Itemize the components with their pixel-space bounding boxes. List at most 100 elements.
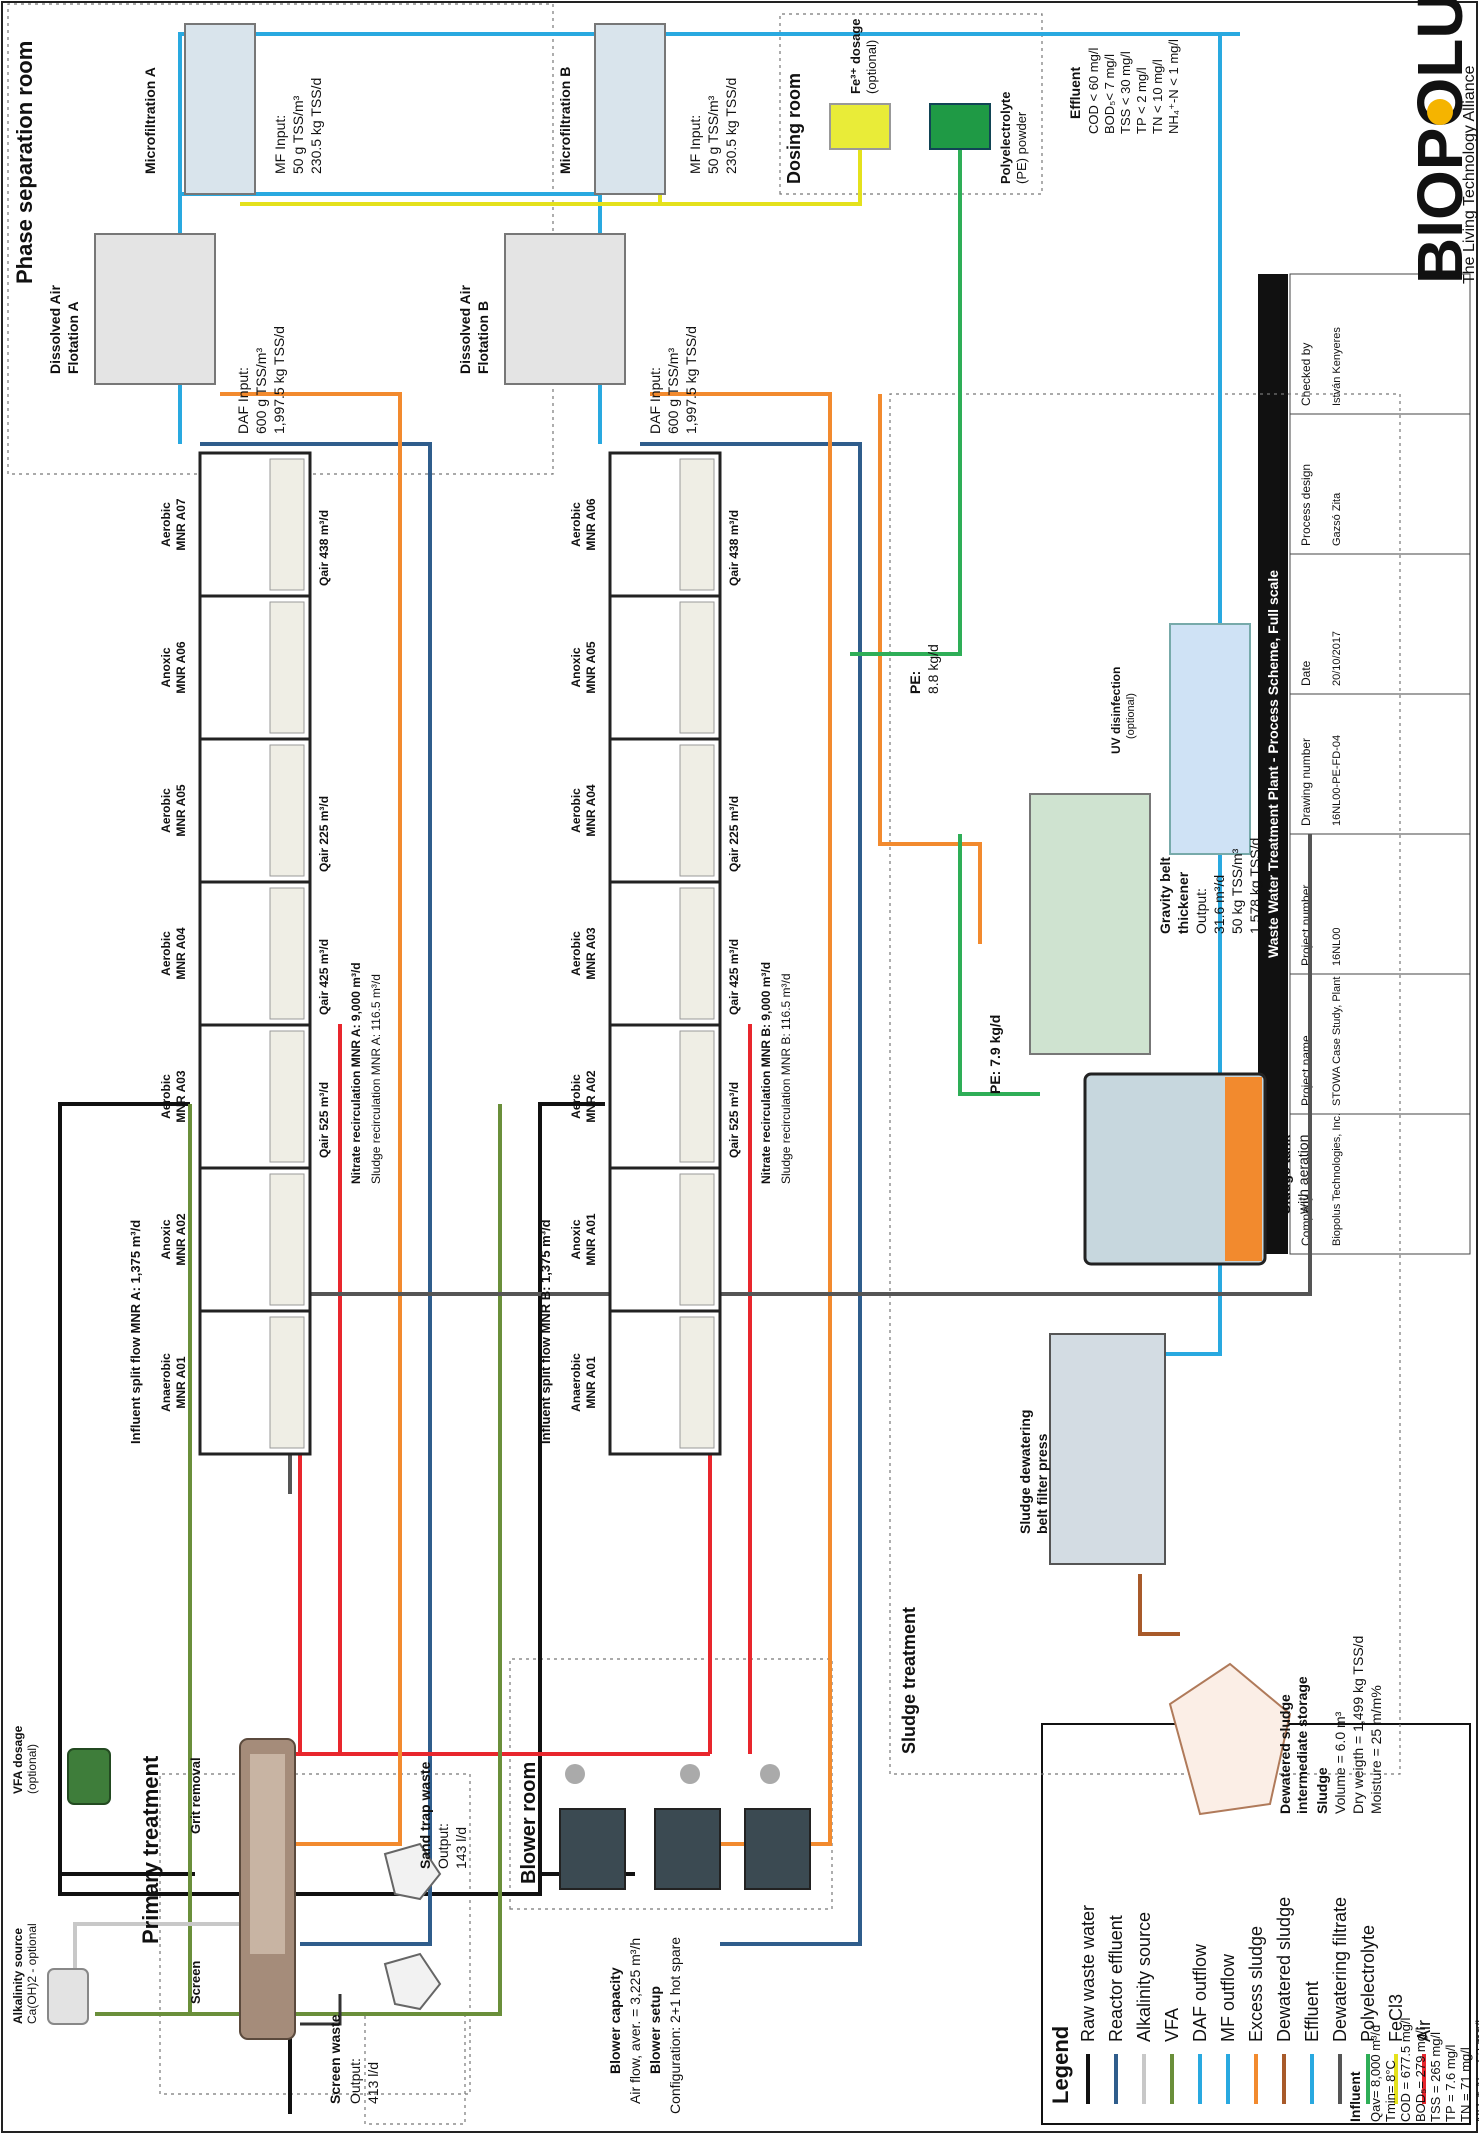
dewatered-dry-weight: Dry weigth = 1,499 kg TSS/d [1350,1636,1366,1814]
mf-b-load: 230.5 kg TSS/d [723,78,739,174]
reactor-type: Anoxic [159,1219,173,1259]
pe-flow-1-value: 8.8 kg/d [925,644,941,694]
gbt-load: 1,578 kg TSS/d [1247,838,1263,934]
mf-a-load: 230.5 kg TSS/d [308,78,324,174]
mf-b-conc: 50 g TSS/m³ [705,95,721,174]
blower-setup-value: Configuration: 2+1 hot spare [667,1937,683,2114]
qair-label: Qair 525 m³/d [317,1082,331,1158]
sludge-tank-title-2: with aeration [1295,1135,1311,1215]
alkalinity-sub: Ca(OH)2 - optional [25,1923,39,2024]
reactor-media [680,459,714,590]
screen-label: Screen [188,1961,203,2004]
title-block-row-label: Checked by [1299,343,1313,406]
daf-a-title-2: Flotation A [65,301,81,374]
legend-item-label: MF outflow [1218,1953,1238,2042]
title-block: Waste Water Treatment Plant - Process Sc… [1258,274,1470,1254]
legend-item-label: DAF outflow [1190,1943,1210,2042]
qair-label: Qair 438 m³/d [317,510,331,586]
dewatered-moisture: Moisture = 25 m/m% [1368,1685,1384,1814]
reactor-type: Anaerobic [159,1353,173,1412]
gbt-title-2: thickener [1175,871,1191,934]
reactor-media [680,1031,714,1162]
drawing-title: Waste Water Treatment Plant - Process Sc… [1265,570,1281,958]
title-block-row-value: Biopolus Technologies, Inc. [1331,1113,1343,1246]
qair-label: Qair 438 m³/d [727,510,741,586]
title-block-cell [1290,414,1470,554]
influent-text: Influent [1347,2071,1363,2122]
blower-capacity-title: Blower capacity [607,1967,623,2074]
biopolus-logo: BIOPOLUS The Living Technology Alliance [1404,0,1478,284]
reactor-name: MNR A01 [584,1356,598,1409]
qair-label: Qair 225 m³/d [317,796,331,872]
influent-title: Influent [1347,2071,1363,2122]
blower-cabinet-2 [655,1809,720,1889]
influent-line: NH₄⁺-N = 53 mg/l [1473,2020,1479,2122]
reactor-media [270,602,304,733]
reactor-type: Aerobic [569,788,583,833]
reactor-media [270,888,304,1019]
uv-disinfection-unit [1170,624,1250,854]
screen-waste-output: Output: [347,2058,363,2104]
title-block-cell [1290,974,1470,1114]
reactor-media [680,1174,714,1305]
screen-waste-volume: 413 l/d [365,2062,381,2104]
influent-line: TN = 71 mg/l [1458,2047,1473,2122]
daf-a-title-1: Dissolved Air [47,284,63,374]
reactor-type: Anoxic [569,1219,583,1259]
influent-line: BOD₅= 279 mg/l [1413,2027,1428,2122]
dewatered-sludge-label: Sludge [1314,1767,1330,1814]
influent-split-label: Influent split flow MNR A: 1,375 m³/d [128,1220,143,1444]
title-block-cell [1290,554,1470,694]
reactor-type: Anaerobic [569,1353,583,1412]
qair-label: Qair 425 m³/d [317,939,331,1015]
reactor-type: Anoxic [569,647,583,687]
sludge-recirc-label: Sludge recirculation MNR B: 116.5 m³/d [779,973,793,1184]
vfa-sub: (optional) [25,1744,39,1794]
gbt-title-1: Gravity belt [1157,857,1173,934]
title-block-row-label: Process design [1299,464,1313,546]
influent-line: Qav= 8,000 m³/d [1368,2025,1383,2122]
pe-flow-1-label: PE: [907,671,923,694]
mf-a-title: Microfiltration A [142,67,158,174]
legend-item-label: Dewatered sludge [1274,1897,1294,2042]
blower-motor-icon-3 [760,1764,780,1784]
daf-b-title-2: Flotation B [475,301,491,374]
uv-title: UV disinfection [1109,667,1123,754]
sludge-recirc-label: Sludge recirculation MNR A: 116.5 m³/d [369,974,383,1184]
reactor-type: Anoxic [159,647,173,687]
reactor-name: MNR A05 [584,641,598,694]
daf-a-input: DAF Input: [235,367,251,434]
qair-label: Qair 525 m³/d [727,1082,741,1158]
daf-a-load: 1,997.5 kg TSS/d [271,326,287,434]
sludge-tank-title-1: Sludge tank [1277,1134,1293,1214]
effluent-line: NH₄⁺-N < 1 mg/l [1166,39,1181,134]
gbt-conc: 50 kg TSS/m³ [1229,848,1245,934]
gbt-volume: 31.6 m³/d [1211,875,1227,934]
effluent-line: TN < 10 mg/l [1150,59,1165,134]
qair-label: Qair 425 m³/d [727,939,741,1015]
blower-motor-icon-2 [680,1764,700,1784]
title-block-cell [1290,274,1470,414]
legend-item-label: Alkalinity source [1134,1912,1154,2042]
reactor-name: MNR A06 [174,641,188,694]
influent-split-label: Influent split flow MNR B: 1,375 m³/d [538,1219,553,1444]
influent-line: COD = 677.5 mg/l [1398,2017,1413,2122]
reactor-name: MNR A05 [174,784,188,837]
effluent-line: BOD₅< 7 mg/l [1102,54,1117,134]
reactor-name: MNR A04 [584,784,598,837]
reactor-name: MNR A02 [174,1213,188,1266]
reactor-name: MNR A03 [584,927,598,980]
pe-flow-2-label: PE: 7.9 kg/d [987,1015,1003,1094]
reactor-name: MNR A01 [584,1213,598,1266]
blower-cabinet-1 [560,1809,625,1889]
reactor-media [270,1031,304,1162]
gbt-output: Output: [1193,888,1209,934]
reactor-type: Aerobic [159,502,173,547]
belt-filter-press-unit [1050,1334,1165,1564]
legend-item-label: Dewatering filtrate [1330,1897,1350,2042]
effluent-title: Effluent [1067,67,1083,119]
phase-separation-title: Phase separation room [12,41,37,284]
bfp-title-1: Sludge dewatering [1017,1410,1033,1534]
title-block-cell [1290,834,1470,974]
grit-removal-label: Grit removal [188,1757,203,1834]
